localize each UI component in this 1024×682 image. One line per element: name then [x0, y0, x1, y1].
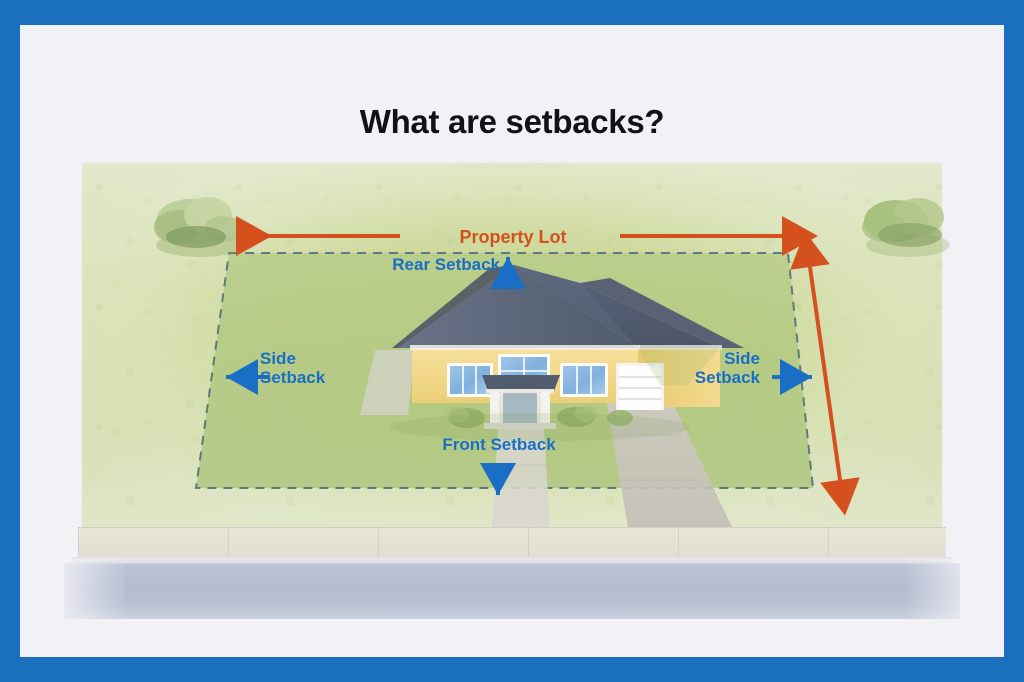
street	[64, 563, 960, 619]
shrub	[607, 410, 633, 426]
street-texture	[64, 563, 960, 619]
front-door	[503, 393, 537, 423]
sidewalk-seams	[78, 527, 946, 559]
window-right	[560, 363, 608, 397]
tree-left	[154, 197, 244, 257]
street-fade-left	[50, 559, 120, 623]
roof-garage	[580, 278, 744, 348]
house-and-hardscape	[360, 265, 744, 527]
curb	[72, 557, 952, 564]
sidewalk	[78, 527, 946, 559]
front-setback-label: Front Setback	[442, 435, 556, 454]
window-left	[447, 363, 493, 397]
setback-diagram: Property Lot Rear Setback Side Setback S…	[20, 135, 1004, 635]
roof-front-left	[398, 265, 638, 348]
porch	[482, 375, 560, 429]
page-title: What are setbacks?	[359, 103, 665, 140]
side-setback-right-label: Side Setback	[694, 349, 760, 388]
property-lot-label: Property Lot	[459, 227, 567, 247]
driveway	[605, 393, 732, 527]
garage-door	[616, 363, 664, 410]
side-path	[360, 350, 415, 415]
lot-dashed-outline	[194, 252, 815, 489]
rear-setback-label: Rear Setback	[392, 255, 500, 274]
illustration-canvas: What are setbacks?	[20, 25, 1004, 657]
roof-right-wing	[514, 265, 720, 348]
side-setback-left-label: Side Setback	[260, 349, 326, 388]
street-fade-right	[904, 559, 984, 623]
tree-right	[862, 198, 950, 257]
